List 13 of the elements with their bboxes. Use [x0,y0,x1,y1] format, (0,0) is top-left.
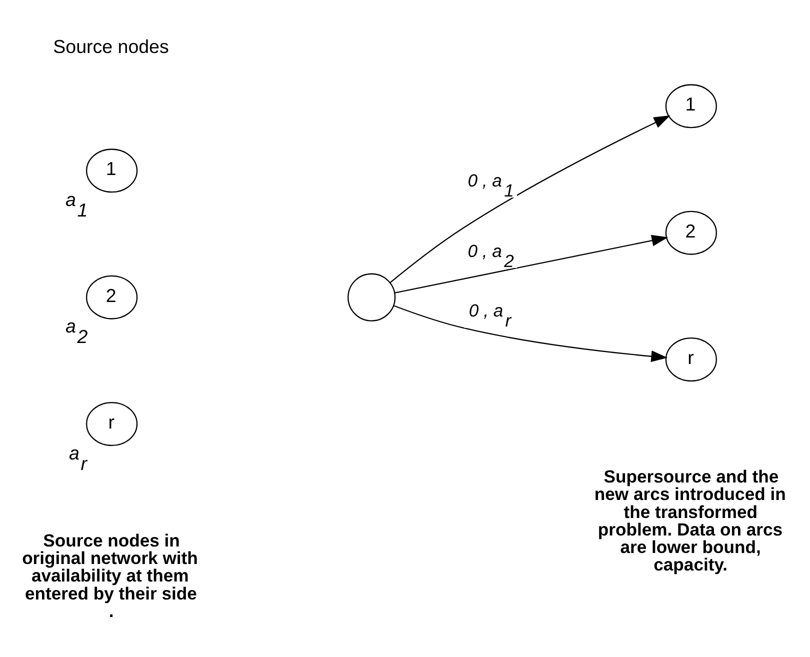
label: Supersource and the new arcs introduced in the transformed problem. Data on arcs are lower bound, capacity. [594,466,786,574]
node-circle [348,272,396,321]
node-ellipse: 1 [665,84,717,128]
node-ellipse: 1 [86,148,138,192]
label: Source nodes in original network with availability at them entered by their side . [22,530,198,620]
label: Source nodes [53,36,169,57]
node-ellipse: r [665,336,717,381]
arrow [394,234,668,293]
node-ellipse: 2 [665,210,717,254]
node-ellipse: 2 [86,274,138,319]
arrow [390,114,670,283]
node-ellipse: r [86,401,138,446]
arrow [393,304,668,362]
